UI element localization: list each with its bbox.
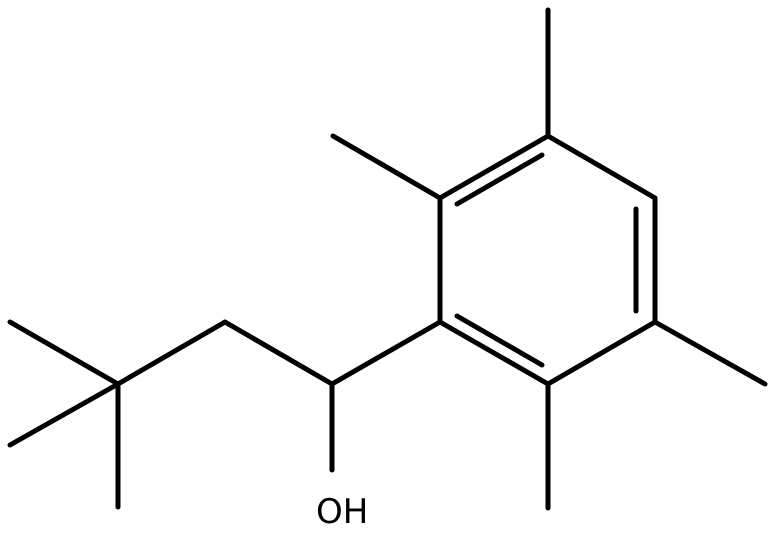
methyl-bond-ortho-upper	[330, 133, 443, 201]
ring-bond-2	[437, 133, 551, 201]
methyl-substituents	[330, 7, 768, 511]
hydroxyl-label: OH	[316, 492, 368, 532]
methyl-bond-meta-lower	[652, 319, 768, 387]
ring-bond-2-inner	[454, 152, 545, 207]
tert-butyl-group	[7, 319, 228, 510]
ring-bond-3	[545, 133, 658, 201]
benzene-ring	[437, 133, 658, 387]
bond-tbu-ch2	[115, 319, 228, 387]
ring-bond-6-inner	[454, 313, 545, 368]
bond-tbu-methyl-upper	[7, 319, 121, 387]
bond-choh-ring	[329, 319, 443, 387]
ring-bond-5	[545, 319, 658, 387]
ring-bond-6	[437, 319, 551, 387]
bond-ch2-choh	[222, 319, 335, 387]
bond-tbu-methyl-lower	[7, 381, 121, 448]
